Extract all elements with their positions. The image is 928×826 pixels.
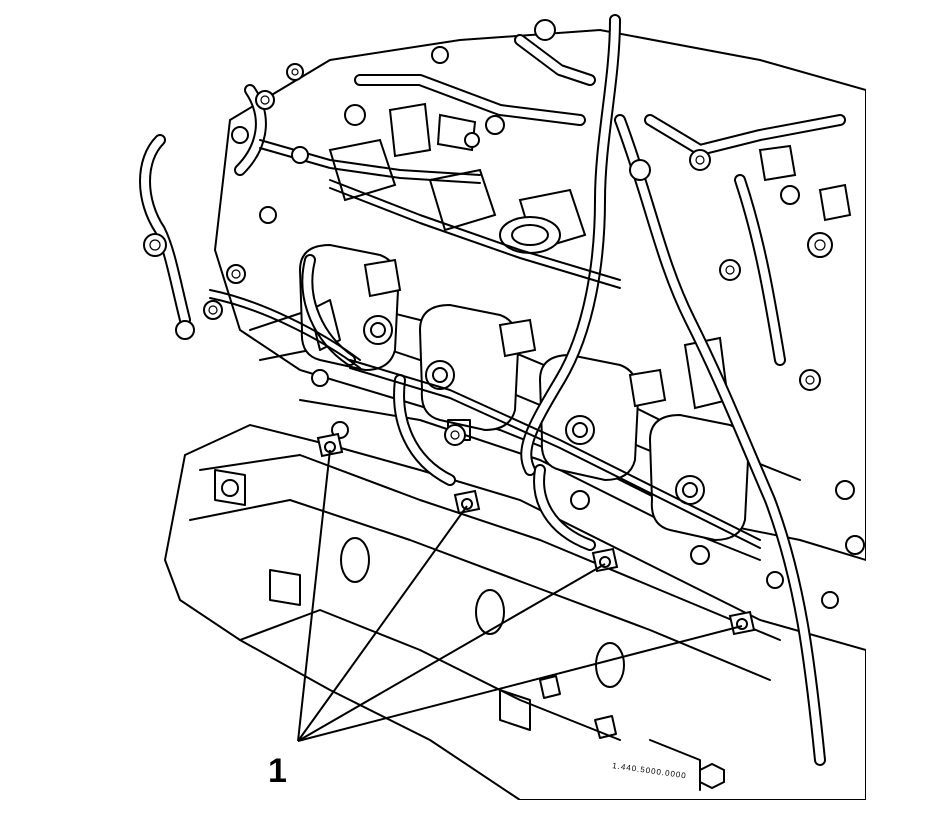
ignition-coil-bolt-1 xyxy=(316,432,344,458)
wiring-harness xyxy=(139,14,846,766)
ignition-coil-bolt-2 xyxy=(453,489,481,515)
exhaust-manifold xyxy=(163,423,866,800)
leader-line xyxy=(297,505,468,742)
coil-mounting-bolts xyxy=(316,432,756,636)
ignition-coil-bolt-4 xyxy=(728,610,756,636)
ignition-coil xyxy=(418,303,520,441)
engine-artwork: 1.440.5000.0000 xyxy=(139,14,866,800)
electrical-connectors xyxy=(363,102,852,410)
ignition-coil xyxy=(648,413,750,542)
leader-line xyxy=(297,563,606,742)
callout-label-1: 1 xyxy=(268,752,287,790)
ignition-coil xyxy=(538,353,640,482)
fasteners xyxy=(143,19,865,609)
callout-leaders xyxy=(297,449,743,742)
leader-line xyxy=(297,625,743,742)
leader-line xyxy=(297,449,331,742)
